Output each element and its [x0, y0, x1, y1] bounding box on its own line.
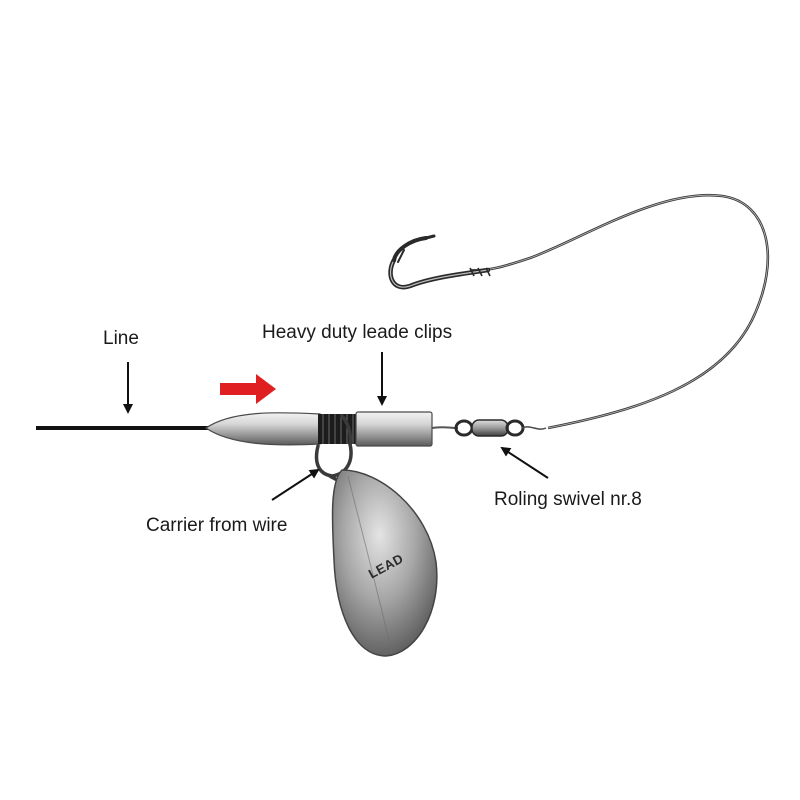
- label-swivel: Roling swivel nr.8: [494, 489, 642, 510]
- label-carrier: Carrier from wire: [146, 515, 287, 536]
- fishing-hook: [388, 234, 491, 290]
- pointer-swivel: [500, 446, 549, 479]
- label-clips: Heavy duty leade clips: [262, 322, 452, 343]
- leader-wire-to-swivel: [431, 426, 459, 429]
- bullet-clip-body: [204, 412, 321, 446]
- label-line: Line: [103, 328, 139, 349]
- hook-leader: [469, 193, 770, 430]
- direction-arrow: [220, 374, 276, 404]
- pointer-carrier: [271, 468, 320, 501]
- lead-clip-sleeve: [355, 411, 433, 447]
- lead-sinker: LEAD: [331, 469, 438, 657]
- rolling-swivel: [454, 419, 547, 437]
